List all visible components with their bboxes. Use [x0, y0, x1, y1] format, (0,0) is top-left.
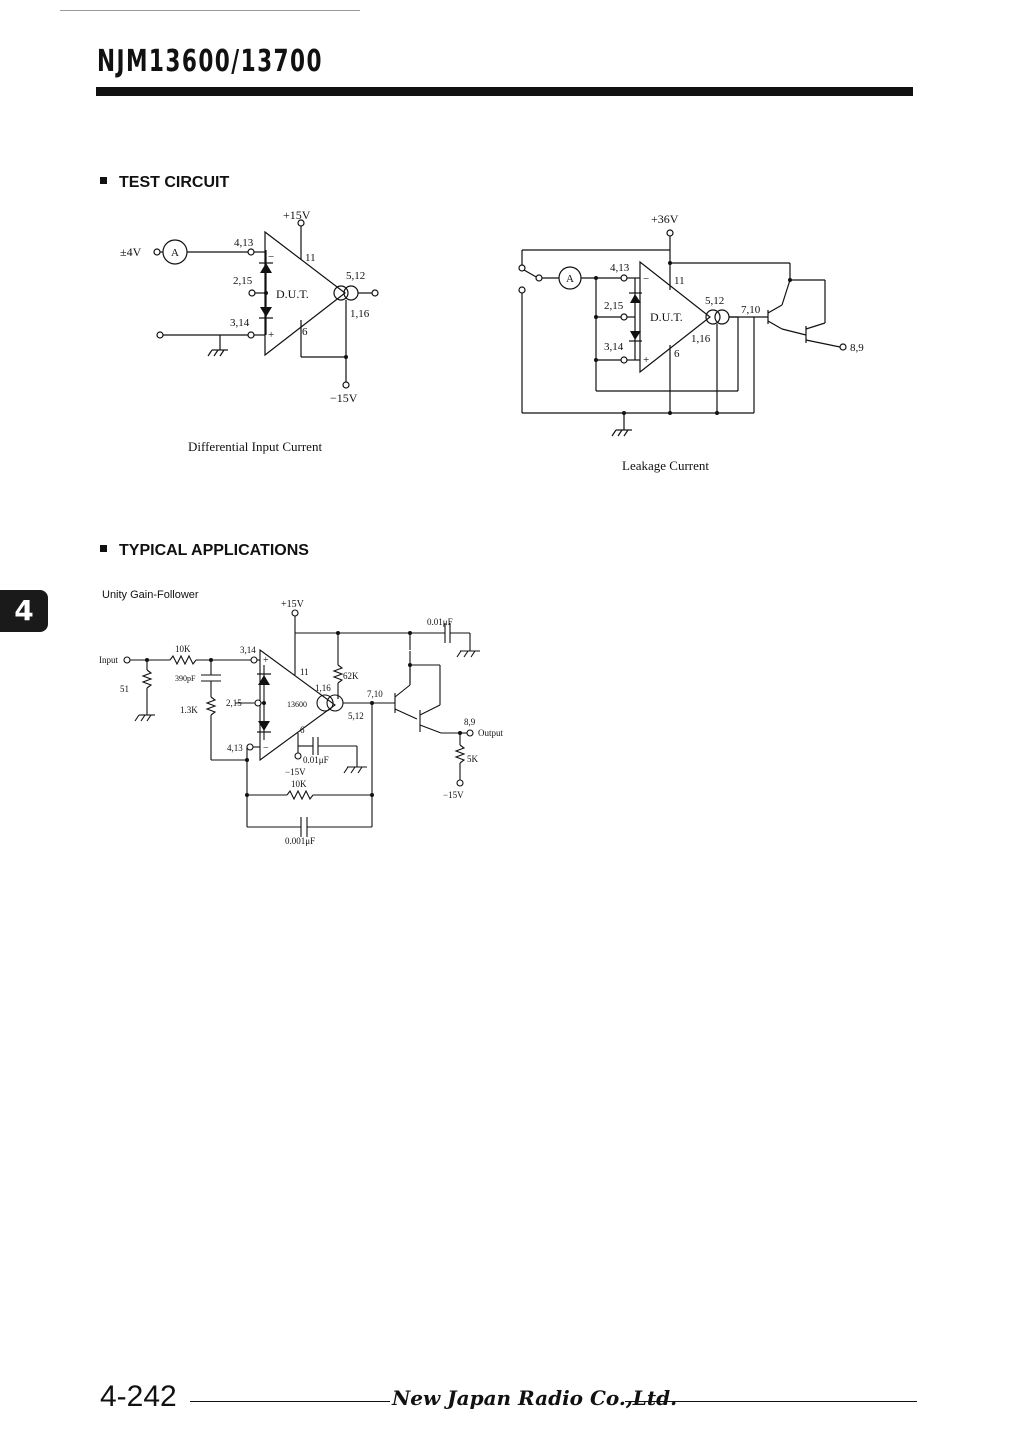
pin-1-16: 1,16 [315, 683, 331, 693]
label-0-001uf: 0.001μF [285, 836, 315, 846]
label-390pf: 390pF [175, 674, 196, 683]
label-minus15v-b: −15V [443, 790, 464, 800]
label-5k: 5K [467, 754, 479, 764]
differential-input-current-schematic: +15V ±4V A 4,13 2,15 3,14 11 6 5,12 1,16… [120, 208, 379, 405]
label-plus15v: +15V [281, 599, 305, 610]
section-typical-applications-heading: TYPICAL APPLICATIONS [119, 542, 309, 559]
noninverting-sign: − [263, 743, 269, 754]
label-plus15v: +15V [283, 208, 311, 222]
pin-6: 6 [302, 326, 308, 338]
pin-6: 6 [300, 725, 305, 735]
label-62k: 62K [343, 671, 359, 681]
pin-4-13: 4,13 [227, 743, 243, 753]
pin-3-14: 3,14 [240, 645, 256, 655]
square-bullet-icon [100, 545, 107, 553]
pin-5-12: 5,12 [705, 295, 724, 307]
pin-2-15: 2,15 [226, 698, 242, 708]
label-vin: ±4V [120, 245, 142, 259]
pin-6: 6 [674, 348, 680, 360]
title-rule [96, 87, 913, 96]
ic-label: 13600 [287, 700, 307, 709]
top-hairline [60, 10, 360, 11]
pin-5-12: 5,12 [346, 270, 365, 282]
ammeter-label: A [566, 273, 574, 285]
pin-3-14: 3,14 [230, 317, 250, 329]
caption-leakage-current: Leakage Current [622, 458, 709, 473]
label-10k-feedback: 10K [291, 779, 307, 789]
output-label: Output [478, 728, 504, 738]
pin-4-13: 4,13 [234, 237, 254, 249]
label-plus36v: +36V [651, 212, 679, 226]
label-51: 51 [120, 684, 129, 694]
label-minus15v: −15V [330, 391, 358, 405]
section-test-circuit-heading: TEST CIRCUIT [119, 174, 230, 191]
label-minus15v-a: −15V [285, 767, 306, 777]
inverting-sign: − [268, 251, 274, 263]
inverting-sign: + [263, 655, 269, 666]
leakage-current-schematic: +36V A 4,13 2,15 3,14 11 6 5,12 1,16 7,1… [518, 212, 864, 437]
application-title: Unity Gain-Follower [102, 589, 199, 601]
square-bullet-icon [100, 177, 107, 185]
caption-differential-input-current: Differential Input Current [188, 439, 323, 454]
pin-2-15: 2,15 [233, 275, 253, 287]
pin-11: 11 [674, 275, 685, 287]
pin-1-16: 1,16 [350, 308, 370, 320]
ammeter-label: A [171, 247, 179, 259]
page-number: 4-242 [100, 1380, 177, 1413]
label-1-3k: 1.3K [180, 705, 198, 715]
label-0-01uf-a: 0.01μF [303, 755, 329, 765]
pin-1-16: 1,16 [691, 333, 711, 345]
dut-label: D.U.T. [650, 310, 683, 324]
dut-label: D.U.T. [276, 287, 309, 301]
pin-8-9: 8,9 [850, 342, 864, 354]
company-name: New Japan Radio Co.,Ltd. [392, 1386, 678, 1410]
chapter-tab: 4 [0, 590, 48, 632]
label-10k: 10K [175, 644, 191, 654]
unity-gain-follower-schematic: +15V Input 10K 51 390pF 1.3K 3,14 2,15 4… [99, 599, 504, 846]
pin-2-15: 2,15 [604, 300, 624, 312]
footer-rule-right [625, 1401, 917, 1402]
pin-3-14: 3,14 [604, 341, 624, 353]
label-0-01uf-top: 0.01μF [427, 617, 453, 627]
pin-8-9: 8,9 [464, 717, 476, 727]
section-typical-applications: TYPICAL APPLICATIONS [100, 542, 309, 560]
section-test-circuit: TEST CIRCUIT [100, 174, 229, 192]
pin-5-12: 5,12 [348, 711, 364, 721]
pin-11: 11 [300, 667, 309, 677]
inverting-sign: − [643, 273, 649, 285]
pin-7-10: 7,10 [367, 689, 383, 699]
page-title: NJM13600/13700 [97, 44, 323, 79]
pin-4-13: 4,13 [610, 262, 630, 274]
pin-7-10: 7,10 [741, 304, 761, 316]
noninverting-sign: + [643, 354, 649, 366]
footer-rule-left [190, 1401, 390, 1402]
noninverting-sign: + [268, 329, 274, 341]
input-label: Input [99, 655, 118, 665]
pin-11: 11 [305, 252, 316, 264]
